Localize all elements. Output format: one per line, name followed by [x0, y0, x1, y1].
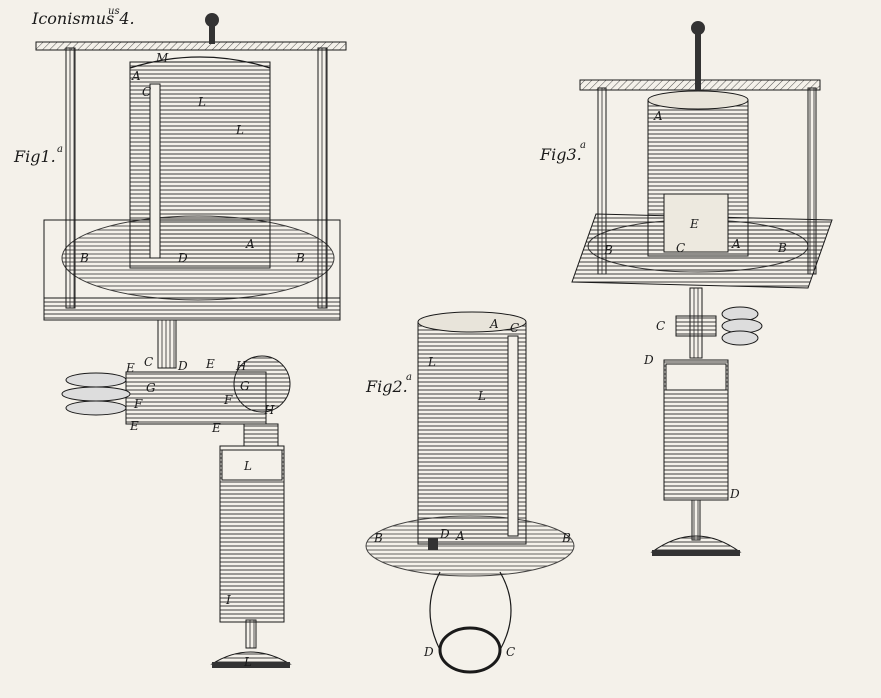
figure-3-caption: Fig3.: [539, 145, 582, 164]
fig3-letter-c-valve: C: [656, 319, 665, 333]
fig1-pump-band: [221, 449, 283, 481]
fig1-letter-f-2: F: [223, 393, 233, 407]
figure-2-caption: Fig2.: [365, 377, 408, 396]
fig1-letter-h-2: H: [263, 403, 275, 417]
fig2-letter-d: D: [439, 527, 450, 541]
fig3-letter-a-bottom: A: [731, 237, 741, 251]
fig2-receiver-top: [417, 311, 527, 333]
fig3-letter-b-left: B: [603, 243, 613, 257]
fig1-letter-h-1: H: [235, 359, 247, 373]
fig1-neck: [243, 423, 279, 447]
fig1-receiver-top: [129, 56, 271, 69]
fig3-knob: [691, 21, 705, 35]
fig1-top-bar: [35, 41, 347, 51]
fig3-foot-base: [652, 550, 740, 556]
fig1-letter-l-2: L: [235, 123, 244, 137]
fig2-letter-b-left: B: [373, 531, 383, 545]
fig1-letter-f-1: F: [133, 397, 143, 411]
fig1-letters: M A C L L D A B B E C D E H G F G F E E …: [79, 51, 305, 669]
fig2-ring-handle: [429, 571, 512, 674]
fig3-letter-c-inner: C: [676, 241, 685, 255]
fig2-letter-c-ring: C: [506, 645, 515, 659]
fig1-letter-e-2: E: [205, 357, 215, 371]
fig1-letter-l-foot: L: [243, 655, 252, 669]
plate-title-superscript: us: [108, 6, 120, 17]
figure-3-caption-superscript: a: [580, 140, 586, 151]
fig3-letter-b-right: B: [777, 241, 787, 255]
fig1-wing-handle: [61, 372, 131, 416]
figure-3: Fig3. a A E B C A B C D: [539, 21, 833, 556]
fig3-letter-e: E: [689, 217, 699, 231]
fig3-inner-vessel: [663, 193, 729, 253]
fig3-letter-a-top: A: [653, 109, 663, 123]
fig3-pump-band: [665, 363, 727, 391]
fig3-letter-d-pump: D: [643, 353, 654, 367]
fig3-letter-d-bottom: D: [729, 487, 740, 501]
fig3-plunger-rod: [691, 499, 701, 541]
fig2-letter-d-ring: D: [423, 645, 434, 659]
fig1-letter-b-left: B: [79, 251, 89, 265]
fig3-receiver-top: [647, 90, 749, 110]
fig3-valve-collar: [675, 315, 717, 337]
fig1-letter-e-4: E: [211, 421, 221, 435]
fig3-wing-handle: [721, 306, 763, 346]
plate-title: Iconismus 4.: [31, 9, 135, 28]
fig1-plunger-rod: [245, 619, 257, 649]
fig1-foot-base: [212, 662, 290, 668]
fig1-letter-c: C: [142, 85, 151, 99]
fig1-letter-g-1: G: [146, 381, 156, 395]
fig2-letter-a-bottom: A: [455, 529, 465, 543]
fig1-knob: [205, 13, 219, 27]
fig2-gauge-tube: [507, 335, 519, 537]
fig1-bulb: [233, 355, 291, 413]
fig2-stopcock: [428, 538, 438, 550]
fig3-foot: [650, 535, 742, 553]
fig1-letter-b-right: B: [295, 251, 305, 265]
fig1-knob-stem: [209, 26, 215, 44]
fig2-letter-l-1: L: [427, 355, 436, 369]
fig2-letter-b-right: B: [561, 531, 571, 545]
figure-2-caption-superscript: a: [406, 372, 412, 383]
figure-1: Fig1. a: [13, 13, 347, 669]
fig1-letter-l-pump: L: [243, 459, 252, 473]
figure-1-caption: Fig1.: [13, 147, 56, 166]
fig1-letter-e-1: E: [125, 361, 135, 375]
fig1-base: [43, 297, 341, 321]
fig1-letter-d-valve: D: [177, 359, 188, 373]
fig2-letter-l-2: L: [477, 389, 486, 403]
figure-2: Fig2. a A C L L B D A B D C: [365, 311, 575, 674]
figure-1-caption-superscript: a: [57, 144, 63, 155]
fig1-letter-d: D: [177, 251, 188, 265]
fig1-letter-a-top: A: [131, 69, 141, 83]
fig1-letter-i: I: [225, 593, 231, 607]
fig1-gauge-tube: [149, 83, 161, 259]
fig1-letter-e-3: E: [129, 419, 139, 433]
fig1-letter-m: M: [155, 51, 169, 65]
fig2-letter-a-top: A: [489, 317, 499, 331]
fig1-letter-l-1: L: [197, 95, 206, 109]
fig3-letters: A E B C A B C D D: [603, 109, 787, 501]
fig2-letter-c: C: [510, 321, 519, 335]
fig3-knob-stem: [695, 34, 701, 98]
fig1-letter-a-bottom: A: [245, 237, 255, 251]
fig2-letters: A C L L B D A B D C: [373, 317, 571, 659]
fig1-letter-c-valve: C: [144, 355, 153, 369]
fig1-stem: [157, 319, 177, 369]
fig1-letter-g-2: G: [240, 379, 250, 393]
